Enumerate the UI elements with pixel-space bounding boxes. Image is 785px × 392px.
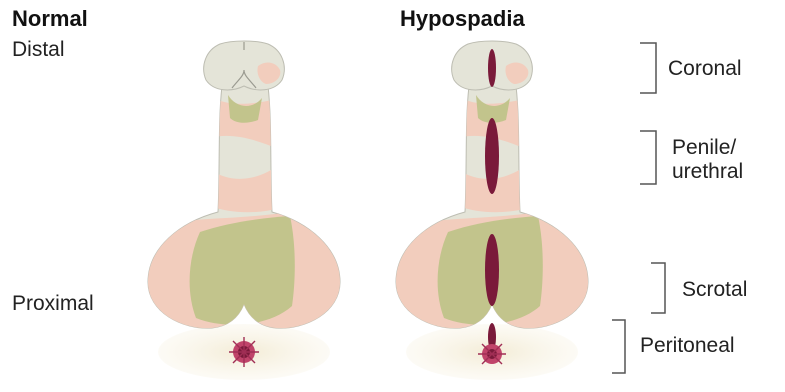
scrotal-opening bbox=[485, 234, 499, 306]
region-brackets bbox=[612, 43, 665, 373]
normal-figure bbox=[140, 41, 350, 380]
normal-body bbox=[140, 86, 350, 336]
coronal-bracket bbox=[640, 43, 656, 93]
normal-glans bbox=[204, 41, 285, 90]
normal-anus bbox=[229, 337, 259, 367]
peritoneal-bracket bbox=[612, 320, 625, 373]
penile-opening bbox=[485, 118, 499, 194]
penile-bracket bbox=[640, 131, 656, 184]
coronal-opening bbox=[488, 49, 496, 87]
hypospadia-figure bbox=[388, 41, 598, 380]
scrotal-bracket bbox=[651, 263, 665, 313]
